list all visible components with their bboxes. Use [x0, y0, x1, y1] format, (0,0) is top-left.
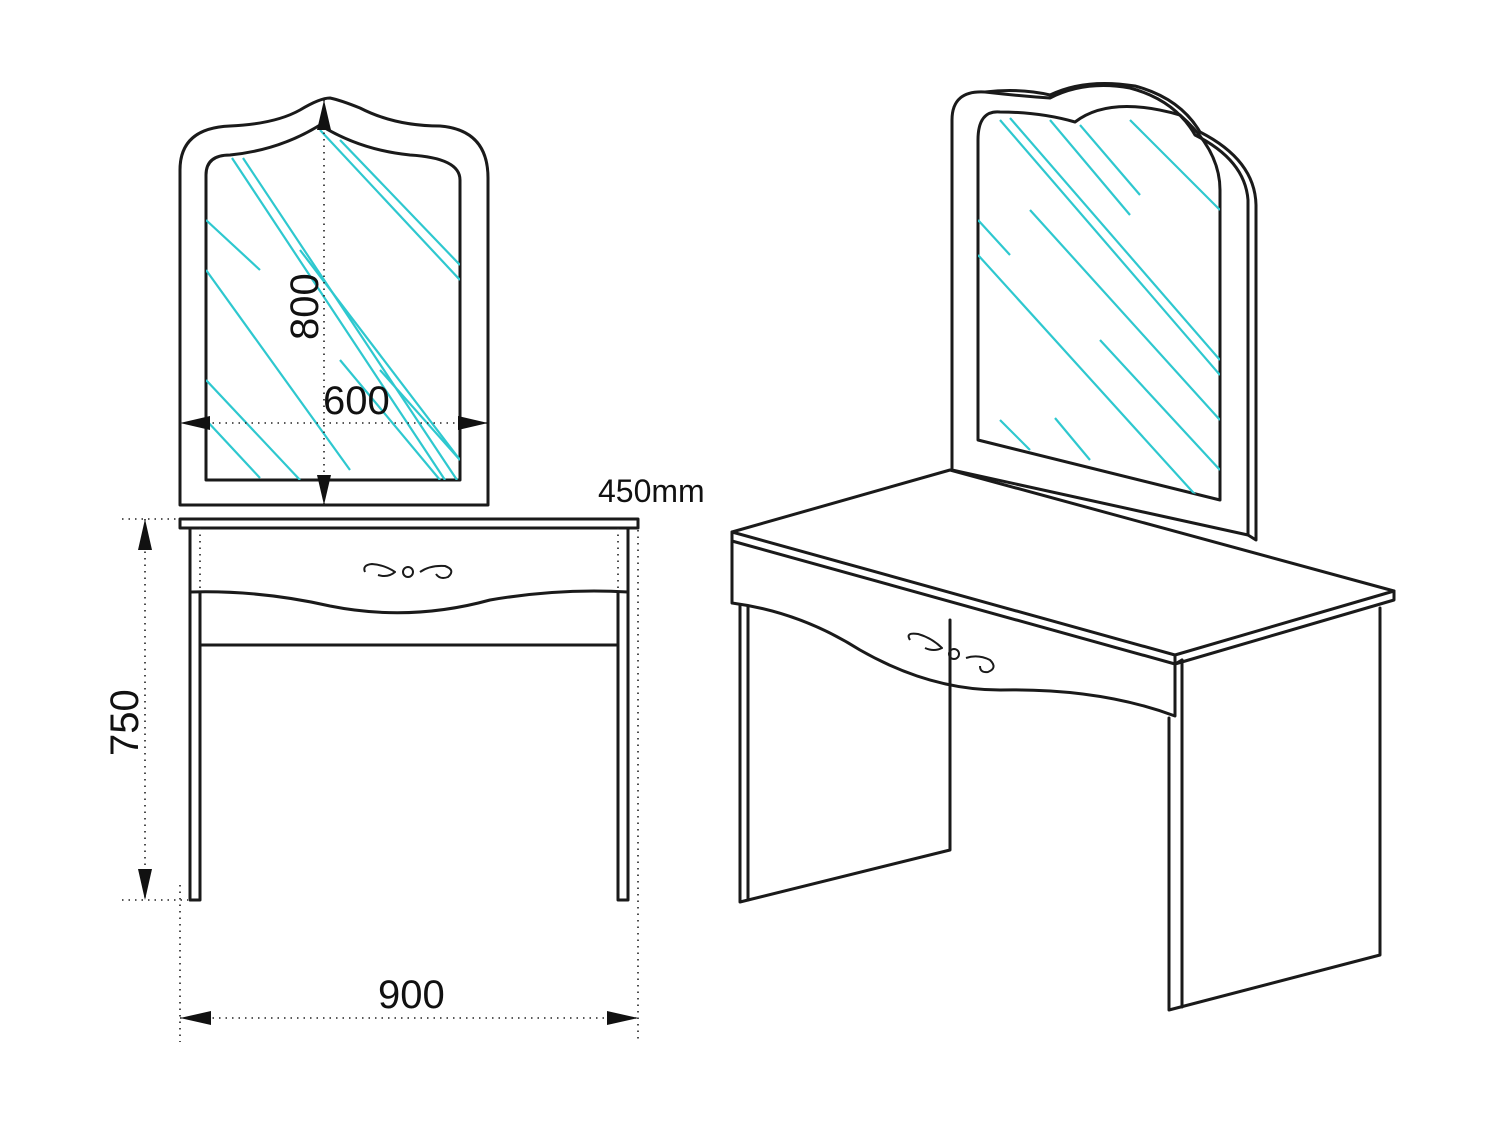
iso-mirror-frame-side	[983, 81, 1258, 542]
iso-mirror-glass	[978, 117, 1220, 500]
iso-right-panel	[1167, 606, 1382, 1012]
depth-label: 450mm	[598, 473, 705, 509]
iso-table-top	[730, 468, 1396, 657]
iso-left-panel	[738, 603, 952, 904]
isometric-view	[730, 81, 1396, 1012]
mirror-width-arrow-right	[458, 416, 488, 430]
front-drawer-handle-icon	[363, 563, 453, 579]
mirror-height-label: 800	[283, 273, 327, 340]
table-width-arrow-right	[607, 1011, 638, 1025]
front-view	[178, 96, 640, 902]
front-mirror-frame-outer	[178, 96, 490, 507]
table-height-arrow-bottom	[138, 869, 152, 900]
front-leg-left	[188, 590, 202, 902]
table-height-label: 750	[103, 689, 147, 756]
front-leg-right	[616, 590, 630, 902]
iso-drawer-front	[730, 539, 1177, 718]
mirror-width-label: 600	[323, 379, 390, 423]
front-drawer	[188, 526, 630, 615]
table-height-arrow-top	[138, 519, 152, 550]
mirror-width-arrow-left	[180, 416, 210, 430]
table-width-arrow-left	[180, 1011, 211, 1025]
mirror-height-arrow-top	[317, 100, 331, 130]
mirror-height-arrow-bottom	[317, 475, 331, 505]
iso-table-top-edge	[730, 530, 1396, 666]
table-width-label: 900	[378, 973, 445, 1017]
iso-mirror-frame-outer	[950, 84, 1250, 537]
front-mirror-glass	[206, 129, 460, 480]
iso-mirror-frame-inner	[976, 105, 1222, 502]
front-table-top	[178, 517, 640, 530]
dimensions: 800 600 450mm 750 900	[103, 100, 705, 1042]
